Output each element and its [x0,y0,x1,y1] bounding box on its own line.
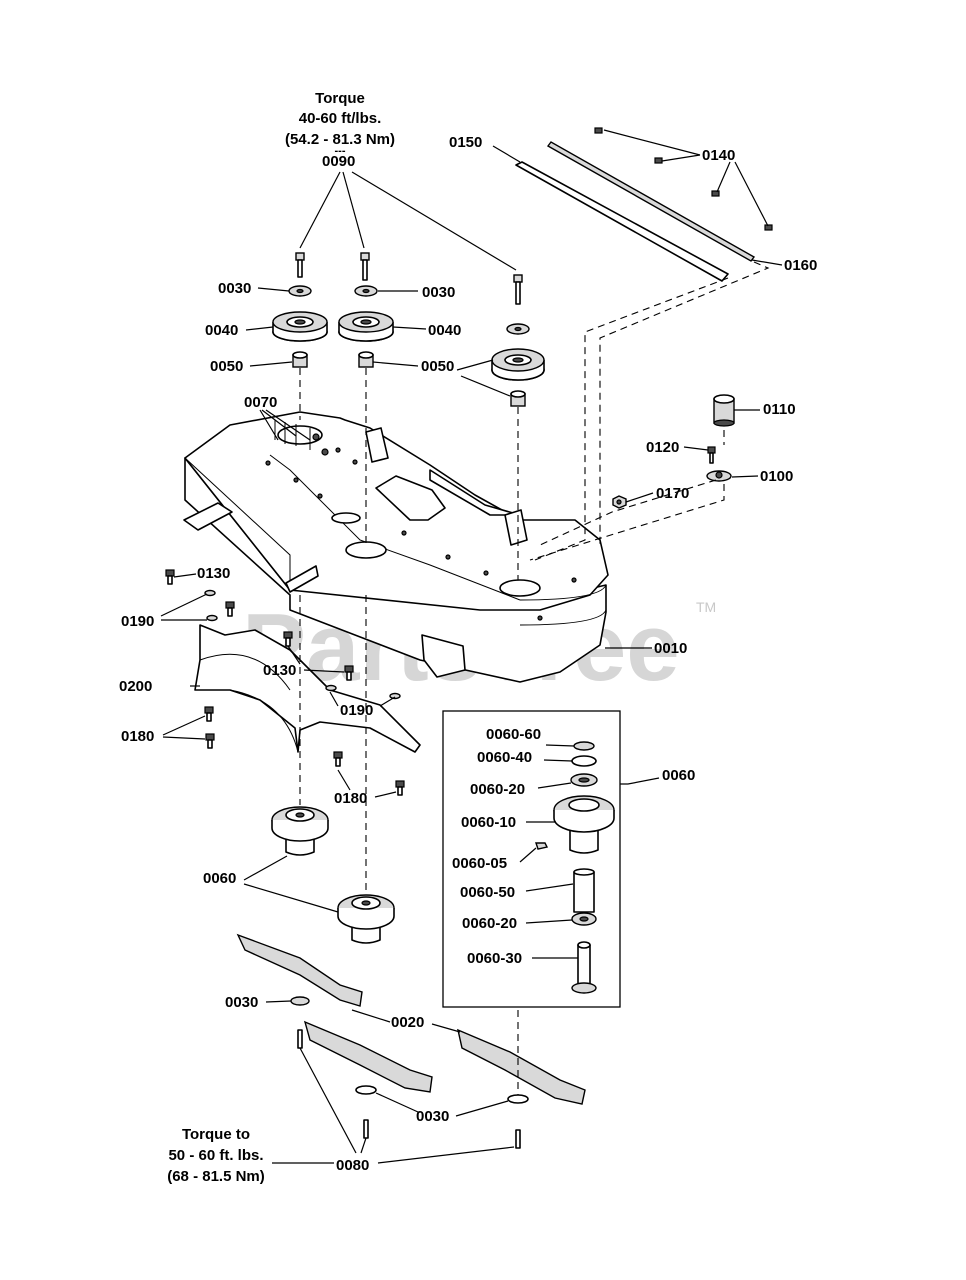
callout-0060-40: 0060-40 [477,749,532,766]
washer-right [506,323,530,335]
callout-0200: 0200 [119,678,152,695]
torque-note-top: Torque 40-60 ft/lbs. (54.2 - 81.3 Nm) --… [285,90,395,157]
torque-note-bottom-line-1: Torque to [182,1126,250,1143]
callout-0060-50: 0060-50 [460,884,515,901]
callout-0080: 0080 [336,1157,369,1174]
spacer-center [358,351,374,368]
callout-0180-b: 0180 [334,790,367,807]
watermark-trademark: TM [696,599,716,615]
washer-center [354,285,378,297]
callout-0060-30: 0060-30 [467,950,522,967]
callout-0190-a: 0190 [121,613,154,630]
blade-washers [290,996,529,1104]
callout-0060: 0060 [662,767,695,784]
callout-0060-20-b: 0060-20 [462,915,517,932]
bolt-0120 [707,446,716,464]
callout-0120: 0120 [646,439,679,456]
leader-lines [160,129,783,1164]
lower-baffle-0200 [194,624,421,753]
torque-note-top-line-2: 40-60 ft/lbs. [299,110,382,127]
bolts-0130-0180 [165,569,405,796]
torque-note-bottom-line-2: 50 - 60 ft. lbs. [168,1147,263,1164]
callout-0150: 0150 [449,134,482,151]
callout-0070: 0070 [244,394,277,411]
part-callouts: 0090 0150 0140 0160 0030 0030 0040 0040 … [119,134,817,1174]
callout-0050-a: 0050 [210,358,243,375]
bracket-0100 [706,470,732,482]
callout-0030-d: 0030 [416,1108,449,1125]
centerlines [299,261,770,1095]
callout-0130-a: 0130 [197,565,230,582]
spindle-assembly-lower [337,894,395,944]
torque-note-top-line-1: Torque [315,90,365,107]
callout-0010: 0010 [654,640,687,657]
baffle-rod-0150 [515,161,729,282]
callout-0030-b: 0030 [422,284,455,301]
spindle-assembly-upper [271,806,329,856]
torque-note-bottom: Torque to 50 - 60 ft. lbs. (68 - 81.5 Nm… [167,1126,265,1185]
callout-0190-b: 0190 [340,702,373,719]
blade-center [303,1020,433,1093]
spindle-bolt-left [295,252,305,278]
callout-0060-10: 0060-10 [461,814,516,831]
callout-0040-b: 0040 [428,322,461,339]
spindle-bolt-right [513,274,523,305]
mower-deck-0010 [183,411,609,683]
spindle-exploded-box [442,710,621,1008]
callout-0130-b: 0130 [263,662,296,679]
spacer-right [510,390,526,407]
callout-0100: 0100 [760,468,793,485]
spacer-left [292,351,308,368]
callout-0110: 0110 [763,401,796,418]
callout-0060-b: 0060 [203,870,236,887]
pulley-right [491,348,545,381]
callout-0160: 0160 [784,257,817,274]
callout-0020: 0020 [391,1014,424,1031]
callout-0030-c: 0030 [225,994,258,1011]
callout-0060-05: 0060-05 [452,855,507,872]
callout-0040-a: 0040 [205,322,238,339]
spindle-bolt-center [360,252,370,281]
baffle-rod-0160 [546,141,756,262]
pulley-left [272,311,328,342]
callout-0090: 0090 [322,153,355,170]
adjuster-0110 [713,394,735,427]
blade-left [236,933,363,1007]
nut-0170 [612,495,627,509]
torque-note-top-line-3: (54.2 - 81.3 Nm) [285,131,395,148]
callout-0140: 0140 [702,147,735,164]
nuts-0140 [594,127,773,231]
torque-note-bottom-line-3: (68 - 81.5 Nm) [167,1168,265,1185]
callout-0180-a: 0180 [121,728,154,745]
blade-right [457,1028,586,1105]
callout-0050-b: 0050 [421,358,454,375]
callout-0170: 0170 [656,485,689,502]
pulley-center [338,311,394,342]
torque-note-top-line-4: --- [335,145,346,157]
washer-left [288,285,312,297]
callout-0060-20-a: 0060-20 [470,781,525,798]
callout-0060-60: 0060-60 [486,726,541,743]
callout-0030-a: 0030 [218,280,251,297]
